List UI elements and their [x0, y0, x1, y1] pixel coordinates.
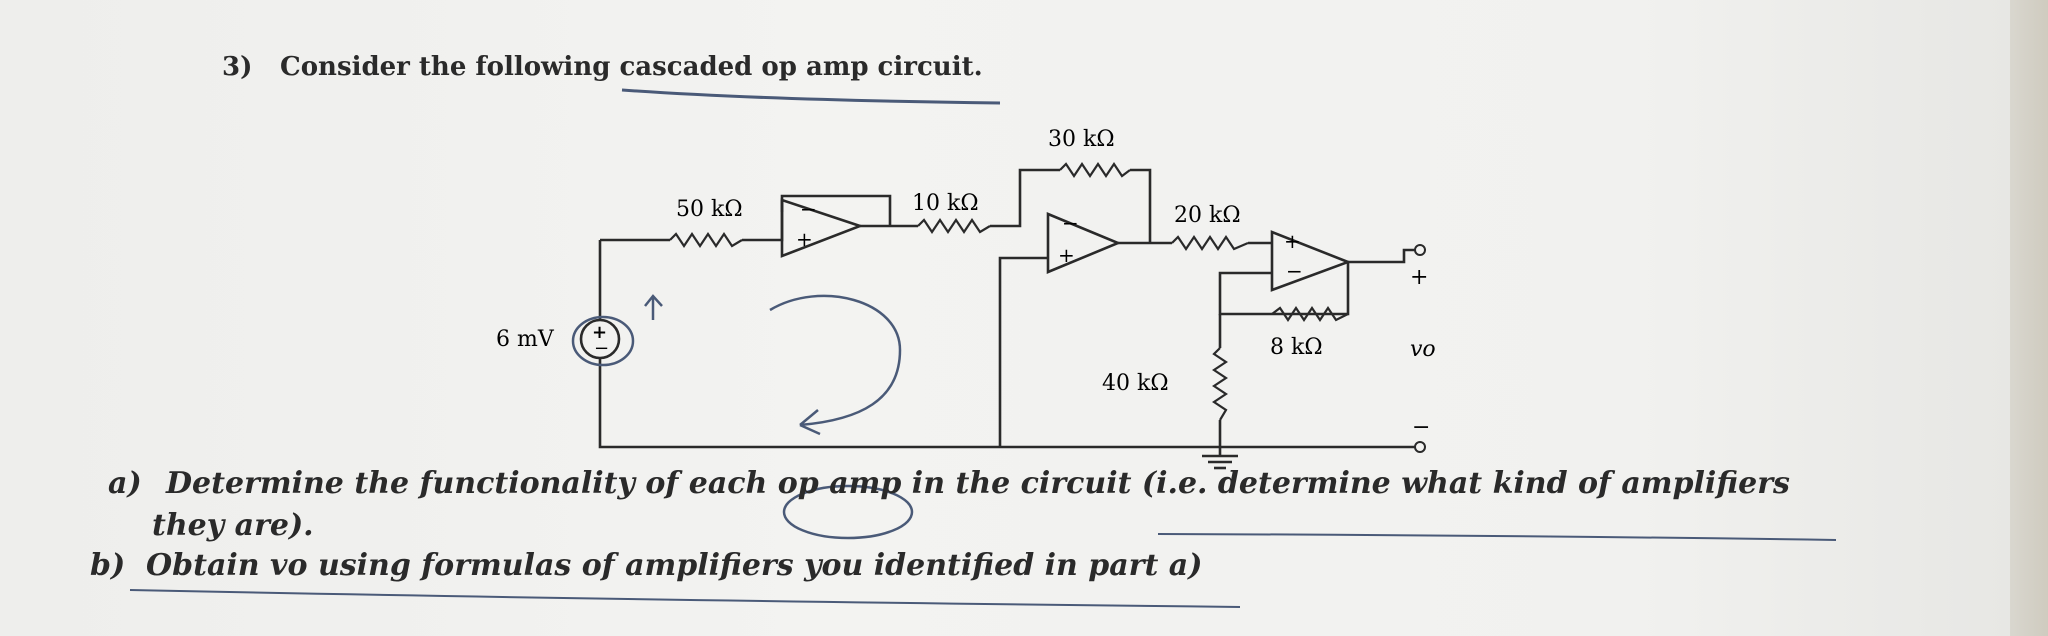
label-30k: 30 kΩ — [1048, 127, 1115, 152]
opamp1-minus: − — [800, 197, 817, 221]
label-10k: 10 kΩ — [912, 191, 979, 216]
output-label: vo — [1410, 337, 1436, 362]
source-plus: + — [592, 322, 607, 343]
opamp2-plus: + — [1058, 243, 1075, 267]
part-a-text: Determine the functionality of each op a… — [166, 466, 1790, 501]
opamp3-plus: + — [1284, 229, 1301, 253]
resistor-50k — [669, 232, 743, 248]
part-b-text: Obtain vo using formulas of amplifiers y… — [146, 548, 1203, 583]
pen-circle-op-amp — [782, 484, 914, 540]
resistor-30k — [1059, 162, 1131, 178]
pen-annotations — [129, 294, 1241, 608]
output-minus: − — [1412, 415, 1430, 440]
pen-underline-question — [621, 88, 1001, 105]
label-20k: 20 kΩ — [1174, 203, 1241, 228]
opamp2-minus: − — [1062, 211, 1079, 235]
opamp1-plus: + — [796, 227, 813, 251]
resistor-zigzags — [669, 162, 1349, 421]
resistor-20k — [1171, 235, 1249, 251]
question-number: 3) — [222, 52, 253, 82]
output-terminal-plus — [1414, 244, 1426, 256]
opamp3-minus: − — [1286, 259, 1303, 283]
source-minus: − — [594, 338, 609, 359]
pen-underline-part-a — [1157, 533, 1837, 541]
resistor-8k — [1271, 306, 1349, 322]
paper-edge — [2010, 0, 2048, 636]
part-a-label: a) — [108, 466, 142, 501]
label-50k: 50 kΩ — [676, 197, 743, 222]
opamp-2 — [1046, 212, 1122, 274]
output-plus: + — [1410, 265, 1428, 290]
opamp-1 — [780, 198, 864, 258]
resistor-10k — [917, 218, 991, 234]
opamp-3 — [1270, 230, 1352, 292]
circuit-wires — [598, 168, 1420, 470]
label-40k: 40 kΩ — [1102, 371, 1169, 396]
part-b-label: b) — [90, 548, 126, 583]
voltage-source — [579, 318, 621, 360]
resistor-40k — [1212, 347, 1228, 421]
question-text: Consider the following cascaded op amp c… — [280, 52, 983, 82]
opamps — [780, 198, 1352, 292]
output-terminal-minus — [1414, 441, 1426, 453]
source-label: 6 mV — [496, 327, 555, 352]
pen-circle-source — [571, 315, 635, 367]
part-a-continuation: they are). — [152, 508, 314, 543]
label-8k: 8 kΩ — [1270, 335, 1323, 360]
